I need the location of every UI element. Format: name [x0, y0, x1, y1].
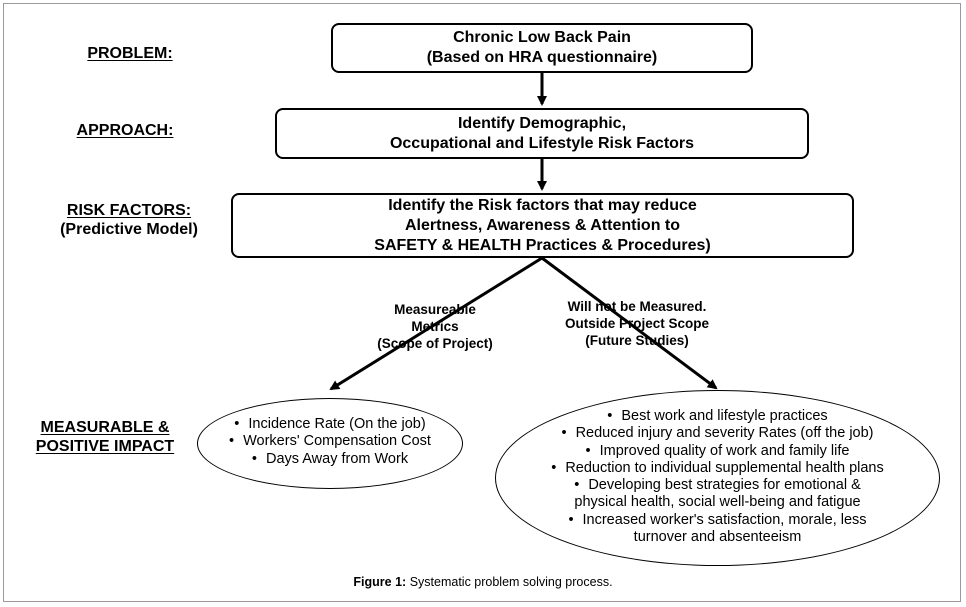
list-item: Improved quality of work and family life	[495, 443, 940, 460]
list-item: Incidence Rate (On the job)	[197, 416, 463, 433]
left-branch-text: Measureable Metrics (Scope of Project)	[350, 301, 520, 352]
right-branch-text: Will not be Measured. Outside Project Sc…	[532, 298, 742, 349]
list-item: Developing best strategies for emotional…	[495, 477, 940, 494]
risk-box: Identify the Risk factors that may reduc…	[231, 193, 854, 258]
list-item-continuation: physical health, social well-being and f…	[574, 494, 861, 511]
problem-label: PROBLEM:	[87, 45, 173, 62]
list-item: Increased worker's satisfaction, morale,…	[495, 512, 940, 529]
list-item: Reduced injury and severity Rates (off t…	[495, 425, 940, 442]
approach-label: APPROACH:	[76, 122, 174, 139]
list-item-continuation: turnover and absenteeism	[633, 529, 802, 546]
risk-factors-label: RISK FACTORS: (Predictive Model)	[60, 202, 198, 238]
right-branch-line: Outside Project Scope	[564, 316, 710, 331]
list-item: Workers' Compensation Cost	[197, 433, 463, 450]
figure-frame	[3, 3, 961, 602]
problem-box: Chronic Low Back Pain (Based on HRA ques…	[331, 23, 753, 73]
approach-box-line: Occupational and Lifestyle Risk Factors	[389, 134, 695, 152]
list-item: Best work and lifestyle practices	[495, 408, 940, 425]
list-item: Reduction to individual supplemental hea…	[495, 460, 940, 477]
risk-box-line: SAFETY & HEALTH Practices & Procedures)	[374, 236, 711, 254]
measurable-impact-label: MEASURABLE & POSITIVE IMPACT	[35, 419, 175, 455]
left-impact-list: Incidence Rate (On the job) Workers' Com…	[197, 416, 463, 468]
left-branch-line: Metrics	[411, 319, 459, 334]
risk-box-line: Identify the Risk factors that may reduc…	[388, 196, 697, 214]
approach-box-line: Identify Demographic,	[457, 114, 627, 132]
approach-box: Identify Demographic, Occupational and L…	[275, 108, 809, 159]
list-item: Days Away from Work	[197, 451, 463, 468]
right-impact-list: Best work and lifestyle practices Reduce…	[495, 408, 940, 546]
right-branch-line: Will not be Measured.	[567, 299, 707, 314]
figure-caption: Figure 1: Systematic problem solving pro…	[0, 575, 966, 589]
problem-box-line: (Based on HRA questionnaire)	[426, 49, 658, 66]
arrow-risk-to-right	[541, 256, 718, 390]
right-branch-line: (Future Studies)	[585, 333, 689, 348]
left-branch-line: (Scope of Project)	[377, 336, 493, 351]
left-branch-line: Measureable	[394, 302, 476, 317]
caption-text: Systematic problem solving process.	[406, 575, 613, 589]
risk-box-line: Alertness, Awareness & Attention to	[404, 216, 681, 234]
predictive-model-label: (Predictive Model)	[60, 221, 198, 238]
caption-label: Figure 1:	[353, 575, 407, 589]
problem-box-line: Chronic Low Back Pain	[453, 29, 631, 46]
arrow-risk-to-left	[329, 256, 543, 391]
